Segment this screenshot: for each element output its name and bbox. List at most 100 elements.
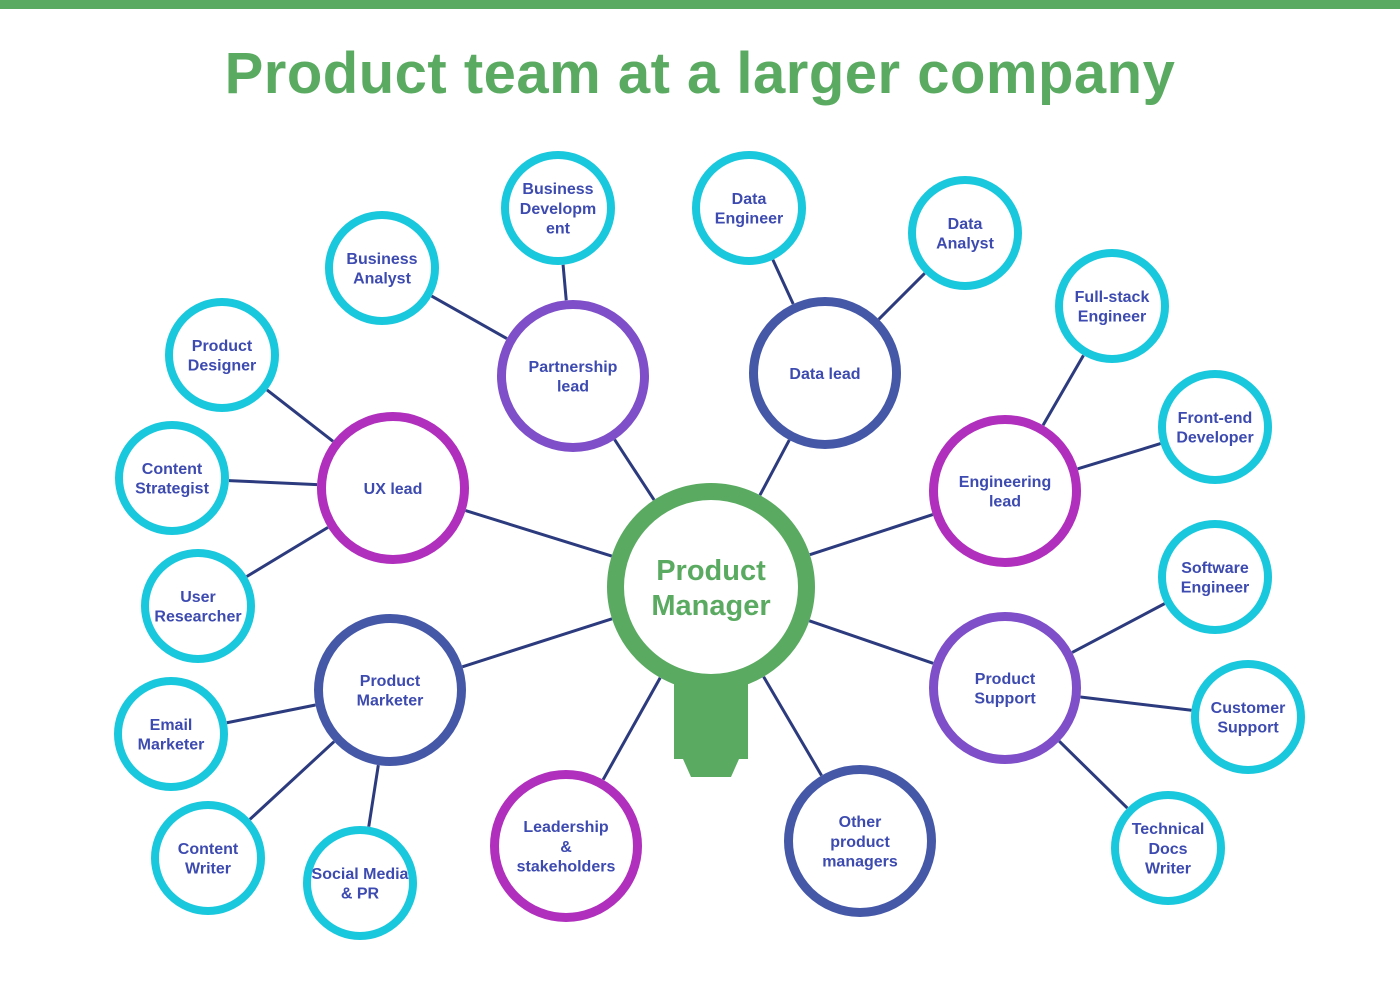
node-ring [1111, 791, 1225, 905]
node-label-line: Analyst [353, 271, 411, 288]
node-label-line: Partnership [529, 359, 618, 376]
node-label-line: & [560, 839, 572, 856]
connector-social-media-pr [367, 764, 380, 827]
node-label-line: User [180, 589, 216, 606]
connector-email-marketer [226, 703, 316, 725]
connector-content-writer [248, 740, 336, 821]
node-label-line: Manager [651, 590, 770, 622]
connector-product-designer [266, 388, 334, 443]
node-ring [607, 483, 815, 691]
node-partnership-lead: Partnership lead [497, 300, 649, 452]
node-ring [490, 770, 642, 922]
node-label-line: Front-end [1178, 410, 1253, 427]
node-label-line: Full-stack [1075, 289, 1150, 306]
node-ring [151, 801, 265, 915]
node-ring [692, 151, 806, 265]
node-label-line: Engineer [715, 211, 783, 228]
node-ring [314, 614, 466, 766]
connector-user-researcher [245, 526, 329, 578]
connector-data-lead [758, 439, 791, 496]
node-label-line: Developer [1176, 430, 1253, 447]
node-label-line: Researcher [154, 609, 241, 626]
connector-content-strategist [228, 479, 318, 487]
node-label-line: ent [546, 220, 571, 237]
connector-engineering-lead [809, 513, 934, 557]
connector-data-engineer [771, 259, 795, 305]
node-label-line: Marketer [138, 737, 205, 754]
connector-ux-lead [465, 509, 613, 558]
node-label-line: Support [974, 691, 1036, 708]
node-label-line: Developm [520, 201, 596, 218]
connector-other-product-managers [762, 675, 823, 777]
node-ring [115, 421, 229, 535]
node-label-line: Business [346, 251, 417, 268]
node-label-line: Engineer [1181, 580, 1249, 597]
node-ux-lead: UX lead [317, 412, 469, 564]
node-label-line: Marketer [357, 693, 424, 710]
node-ring [165, 298, 279, 412]
node-ring [929, 415, 1081, 567]
node-ring [114, 677, 228, 791]
node-leadership-stakeholders: Leadership&stakeholders [490, 770, 642, 922]
node-label-line: Content [178, 841, 239, 858]
node-label-line: Docs [1148, 841, 1187, 858]
node-label-line: Social Media [312, 866, 409, 883]
node-ring [497, 300, 649, 452]
top-accent-bar [0, 0, 1400, 9]
node-label-line: Engineer [1078, 309, 1146, 326]
node-layer: ProductManagerPartnershipleadBusinessAna… [114, 151, 1305, 940]
node-label-line: lead [989, 494, 1021, 511]
node-ring [141, 549, 255, 663]
node-ring [908, 176, 1022, 290]
connector-business-development [561, 264, 568, 301]
node-ring [784, 765, 936, 917]
node-label-line: Data lead [789, 366, 860, 383]
node-label-line: Content [142, 461, 203, 478]
page-title: Product team at a larger company [224, 41, 1176, 106]
connector-front-end-developer [1077, 442, 1161, 471]
node-label-line: lead [557, 379, 589, 396]
node-ring [325, 211, 439, 325]
node-label-line: Designer [188, 358, 256, 375]
connector-full-stack-engineer [1041, 354, 1085, 426]
node-ring [1055, 249, 1169, 363]
node-ring [501, 151, 615, 265]
node-label-line: Product [975, 671, 1036, 688]
node-label-line: Writer [1145, 860, 1191, 877]
connector-product-marketer [461, 617, 613, 669]
node-engineering-lead: Engineering lead [929, 415, 1081, 567]
node-label-line: Engineering [959, 474, 1051, 491]
connector-business-analyst [430, 294, 508, 340]
node-label-line: Data [948, 216, 983, 233]
node-label-line: product [830, 834, 890, 851]
node-ring [1158, 520, 1272, 634]
node-label-line: Product [656, 555, 766, 587]
connector-technical-docs-writer [1058, 740, 1129, 810]
node-label-line: Customer [1211, 700, 1286, 717]
node-label-line: Strategist [135, 481, 209, 498]
lightbulb-base-shape [674, 667, 748, 777]
node-ring [1158, 370, 1272, 484]
node-label-line: managers [822, 853, 898, 870]
connector-leadership-stakeholders [601, 677, 662, 781]
node-ring [749, 297, 901, 449]
node-ring [317, 412, 469, 564]
node-label-line: Leadership [523, 819, 609, 836]
node-data-lead: Data lead [749, 297, 901, 449]
node-ring [929, 612, 1081, 764]
